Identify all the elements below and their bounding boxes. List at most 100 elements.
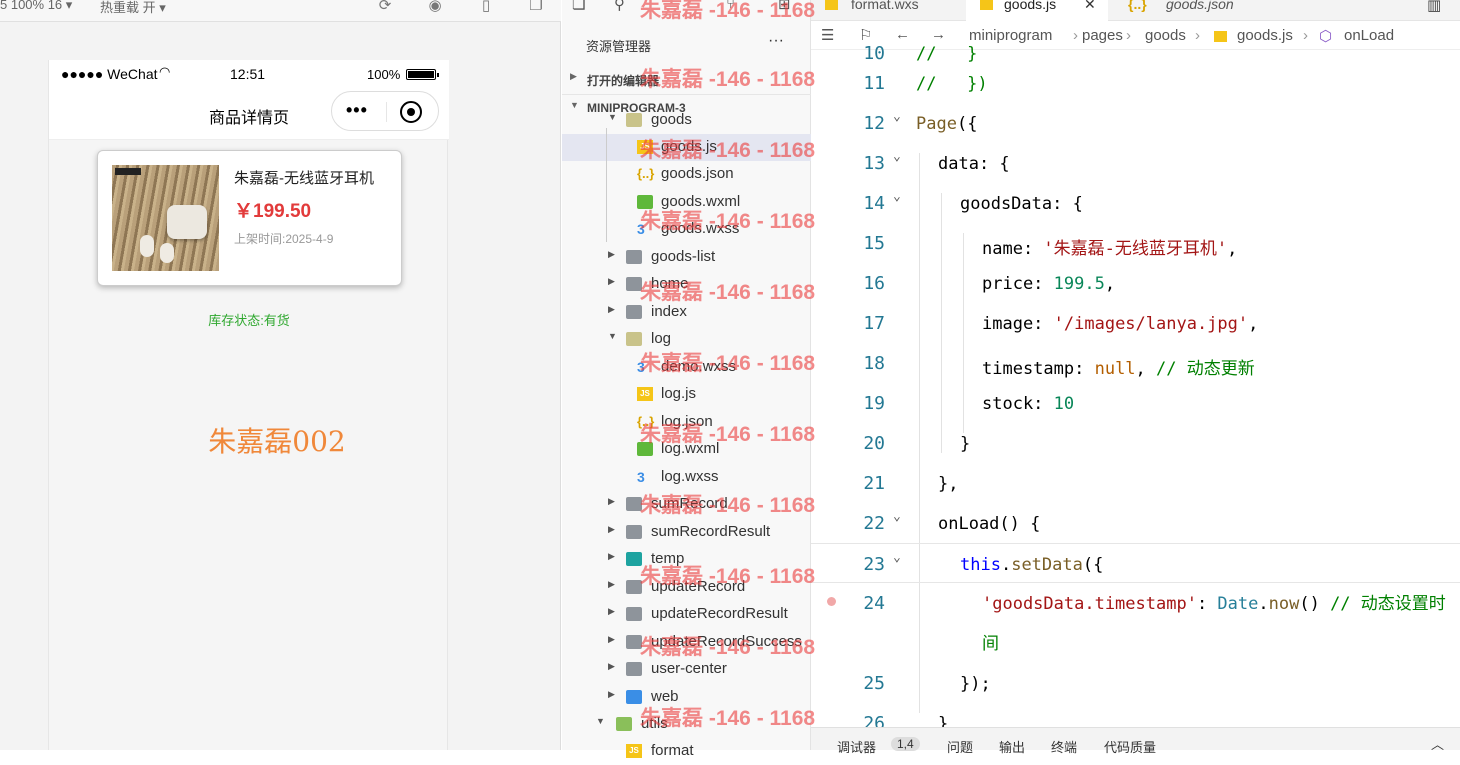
fold-chevron-icon[interactable]: ⌄ [893,189,901,204]
chevron-right-icon[interactable]: ▶ [608,524,615,534]
fold-chevron-icon[interactable]: ⌄ [893,149,901,164]
chevron-down-icon[interactable]: ▼ [596,716,605,726]
close-miniprogram-icon[interactable] [400,101,422,123]
stop-icon[interactable]: ◉ [428,0,442,14]
fold-chevron-icon[interactable]: ⌄ [893,509,901,524]
tree-item-goods-wxml[interactable]: goods.wxml [562,189,811,216]
chevron-right-icon[interactable]: ▶ [608,661,615,671]
tab-terminal[interactable]: 终端 [1051,740,1078,755]
code-line[interactable]: 14⌄goodsData: { [811,183,1460,223]
tab-issues[interactable]: 问题 [947,740,974,755]
breadcrumb-item[interactable]: goods.js [1237,27,1293,44]
breakpoint-icon[interactable] [827,597,836,606]
files-icon[interactable]: ❏ [572,0,586,13]
fold-chevron-icon[interactable]: ⌄ [893,109,901,124]
zoom-dropdown[interactable]: 5 100% 16 ▾ [0,0,73,12]
code-line[interactable]: 10// } [811,33,1460,73]
chevron-right-icon[interactable]: ▶ [608,606,615,616]
breadcrumb-item[interactable]: miniprogram [969,27,1053,44]
phone-icon[interactable]: ▯ [481,0,491,14]
code-line[interactable]: 21}, [811,463,1460,503]
tree-item-updaterecordresult[interactable]: ▶updateRecordResult [562,601,811,628]
chevron-right-icon[interactable]: ▶ [608,579,615,589]
chevron-down-icon[interactable]: ▼ [608,112,617,122]
tab-debugger[interactable]: 调试器 [837,740,877,755]
tree-item-temp[interactable]: ▶temp [562,546,811,573]
tab-goods-json[interactable]: {..} goods.json [1108,0,1263,21]
extensions-icon[interactable]: ⊞ [778,0,791,13]
bookmark-icon[interactable]: ⚐ [859,27,873,44]
code-line[interactable]: 22⌄onLoad() { [811,503,1460,543]
hot-reload-dropdown[interactable]: 热重载 开 ▾ [100,0,166,15]
code-line[interactable]: 24'goodsData.timestamp': Date.now() // 动… [811,583,1460,663]
tree-item-sumrecordresult[interactable]: ▶sumRecordResult [562,519,811,546]
tree-item-log-json[interactable]: {..}log.json [562,409,811,436]
split-editor-icon[interactable]: ▥ [1427,0,1442,14]
tree-item-updaterecord[interactable]: ▶updateRecord [562,574,811,601]
code-line[interactable]: 12⌄Page({ [811,103,1460,143]
code-line[interactable]: 20} [811,423,1460,463]
goods-card[interactable]: 朱嘉磊-无线蓝牙耳机 ￥199.50 上架时间:2025-4-9 [97,150,402,286]
breadcrumb-item[interactable]: onLoad [1344,27,1395,44]
code-line[interactable]: 11// }) [811,63,1460,103]
tree-item-label: format [651,742,694,759]
chevron-down-icon[interactable]: ▼ [608,331,617,341]
tree-item-goods-json[interactable]: {..}goods.json [562,161,811,188]
breadcrumb-item[interactable]: goods [1145,27,1186,44]
fold-chevron-icon[interactable]: ⌄ [893,550,901,565]
chevron-right-icon[interactable]: ▶ [608,689,615,699]
source-control-icon[interactable]: ⑂ [726,0,736,12]
more-actions-icon[interactable]: ··· [768,32,784,49]
code-area[interactable]: 10// }11// })12⌄Page({13⌄data: {14⌄goods… [811,43,1460,734]
tree-item-sumrecord[interactable]: ▶sumRecord [562,491,811,518]
tree-item-utils[interactable]: ▼utils [562,711,811,738]
project-section[interactable]: ▼ MINIPROGRAM-3 [562,94,811,120]
tree-item-log[interactable]: ▼log [562,326,811,353]
line-number: 16 [863,273,885,294]
open-editors-section[interactable]: ▶ 打开的编辑器 [562,66,811,92]
chevron-right-icon[interactable]: ▶ [608,551,615,561]
forward-arrow-icon[interactable]: → [931,26,946,43]
list-icon[interactable]: ☰ [821,27,835,44]
tree-item-goods-list[interactable]: ▶goods-list [562,244,811,271]
tree-item-web[interactable]: ▶web [562,684,811,711]
code-line[interactable]: 13⌄data: { [811,143,1460,183]
chevron-right-icon[interactable]: ▶ [608,496,615,506]
chevron-up-icon[interactable]: ︿ [1431,737,1445,752]
close-icon[interactable]: ✕ [1084,0,1096,12]
back-arrow-icon[interactable]: ← [895,26,910,43]
tab-code-quality[interactable]: 代码质量 [1104,740,1157,755]
search-icon[interactable]: ⚲ [614,0,625,13]
tree-item-user-center[interactable]: ▶user-center [562,656,811,683]
tree-item-goods[interactable]: ▼goods [562,107,811,134]
tree-item-index[interactable]: ▶index [562,299,811,326]
tree-item-home[interactable]: ▶home [562,271,811,298]
tab-output[interactable]: 输出 [999,740,1026,755]
code-line[interactable]: 23⌄this.setData({ [811,543,1460,583]
tab-format-wxs[interactable]: format.wxs [811,0,966,21]
line-number: 17 [863,313,885,334]
breadcrumb-item[interactable]: pages [1082,27,1123,44]
chevron-right-icon[interactable]: ▶ [608,634,615,644]
chevron-right-icon[interactable]: ▶ [608,304,615,314]
tree-item-log-wxml[interactable]: log.wxml [562,436,811,463]
copy-icon[interactable]: ❐ [529,0,543,14]
code-line[interactable]: 25}); [811,663,1460,703]
tab-goods-js[interactable]: goods.js ✕ [966,0,1108,21]
chevron-right-icon[interactable]: ▶ [608,249,615,259]
tree-item-updaterecordsuccess[interactable]: ▶updateRecordSuccess [562,629,811,656]
refresh-icon[interactable]: ⟳ [378,0,392,14]
more-icon[interactable]: ••• [346,100,368,120]
chevron-right-icon[interactable]: ▶ [608,276,615,286]
